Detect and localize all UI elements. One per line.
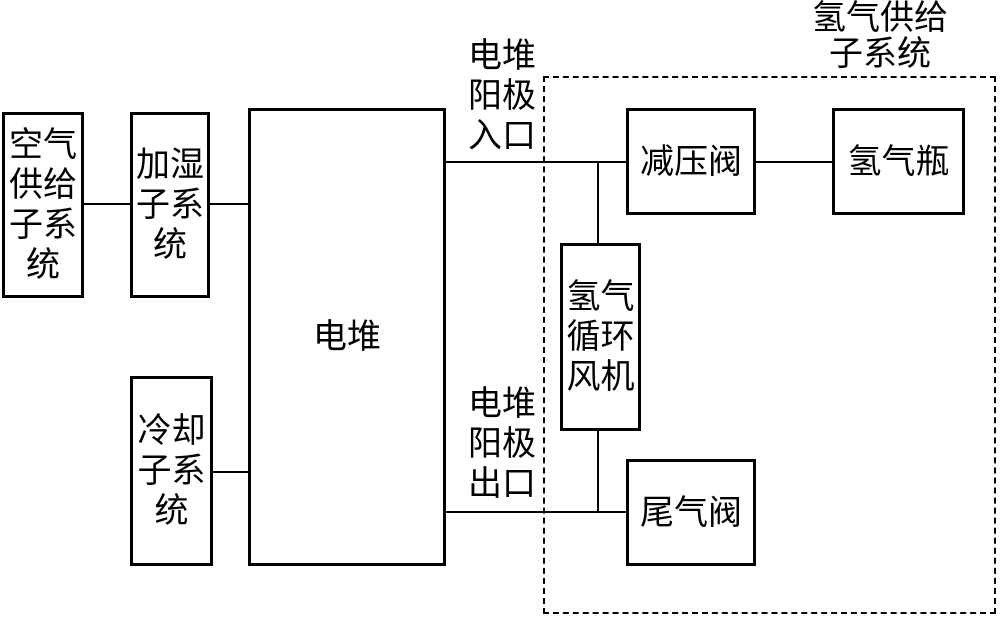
anode-outlet-label: 电堆 阳极 出口 [468, 384, 536, 504]
hydrogen-subsystem-boundary [543, 76, 996, 614]
air-supply-subsystem-label: 空气 供给 子系 统 [9, 125, 77, 285]
pressure-reducing-valve-box: 减压阀 [626, 108, 756, 215]
stack-box: 电堆 [248, 108, 446, 566]
hydrogen-recirculation-blower-label: 氢气 循环 风机 [566, 277, 635, 397]
hydrogen-bottle-box: 氢气瓶 [832, 108, 965, 215]
humidifier-subsystem-box: 加湿 子系 统 [130, 112, 210, 298]
air-supply-subsystem-box: 空气 供给 子系 统 [2, 112, 84, 298]
anode-inlet-label: 电堆 阳极 入口 [468, 36, 536, 156]
hydrogen-bottle-label: 氢气瓶 [847, 141, 950, 182]
cooling-subsystem-label: 冷却 子系 统 [137, 411, 206, 531]
hydrogen-subsystem-title: 氢气供给 子系统 [812, 0, 948, 74]
cooling-subsystem-box: 冷却 子系 统 [130, 376, 213, 566]
tail-gas-valve-label: 尾气阀 [640, 492, 742, 533]
stack-label: 电堆 [313, 317, 381, 357]
hydrogen-recirculation-blower-box: 氢气 循环 风机 [560, 243, 641, 431]
pressure-reducing-valve-label: 减压阀 [640, 141, 742, 182]
humidifier-subsystem-label: 加湿 子系 统 [136, 145, 204, 265]
tail-gas-valve-box: 尾气阀 [626, 459, 756, 566]
